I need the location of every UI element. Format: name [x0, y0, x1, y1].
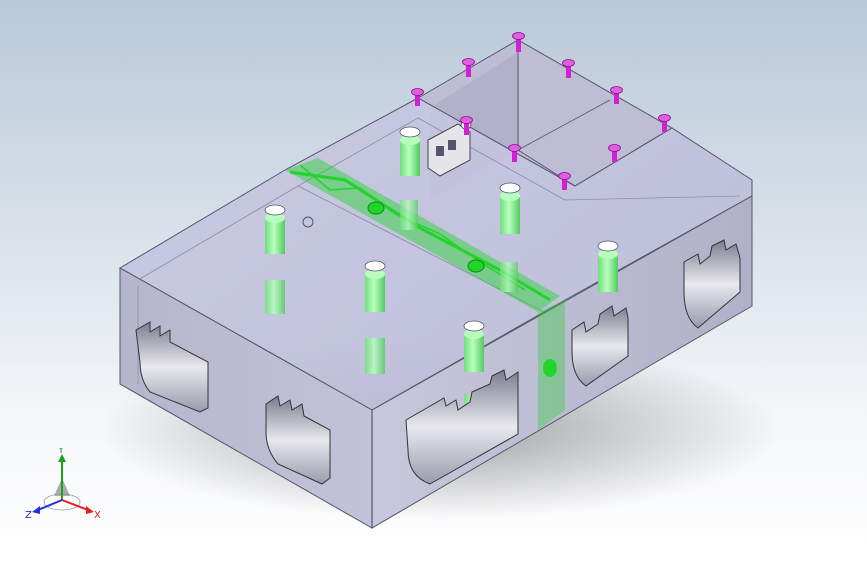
connector-component[interactable]	[427, 120, 472, 177]
clip-slot[interactable]	[683, 239, 741, 329]
screw[interactable]	[558, 172, 571, 191]
clip-slot[interactable]	[265, 395, 331, 485]
z-axis-arrow-icon	[32, 506, 40, 514]
screw[interactable]	[411, 88, 424, 107]
clip-slot[interactable]	[571, 305, 629, 387]
screw[interactable]	[460, 116, 473, 136]
clip-slot[interactable]	[405, 369, 519, 485]
standoff[interactable]	[399, 126, 421, 176]
x-axis-line	[61, 499, 89, 511]
screw[interactable]	[608, 144, 621, 163]
screw[interactable]	[658, 114, 671, 133]
standoff[interactable]	[463, 320, 485, 372]
screw-group	[411, 32, 671, 191]
y-axis-label: Y	[57, 448, 65, 456]
standoff[interactable]	[365, 338, 385, 374]
screw[interactable]	[508, 144, 521, 163]
screw[interactable]	[562, 59, 575, 79]
standoff[interactable]	[364, 260, 386, 312]
x-axis-label: X	[94, 510, 101, 521]
port-hole[interactable]	[302, 216, 314, 228]
orientation-triad[interactable]: Y X Z	[24, 448, 104, 524]
z-axis-label: Z	[25, 510, 32, 521]
standoff[interactable]	[265, 280, 285, 314]
z-axis-line	[37, 499, 63, 511]
standoff[interactable]	[597, 240, 619, 292]
standoff[interactable]	[499, 182, 521, 234]
screw[interactable]	[610, 86, 623, 105]
screw[interactable]	[512, 32, 525, 53]
clip-slot[interactable]	[135, 321, 209, 413]
standoff[interactable]	[400, 200, 418, 230]
standoff[interactable]	[264, 204, 286, 254]
standoff[interactable]	[500, 262, 518, 292]
x-axis-arrow-icon	[86, 506, 94, 514]
y-axis-arrow-icon	[58, 454, 66, 462]
screw[interactable]	[462, 58, 475, 78]
clip-slot-group	[135, 239, 741, 485]
